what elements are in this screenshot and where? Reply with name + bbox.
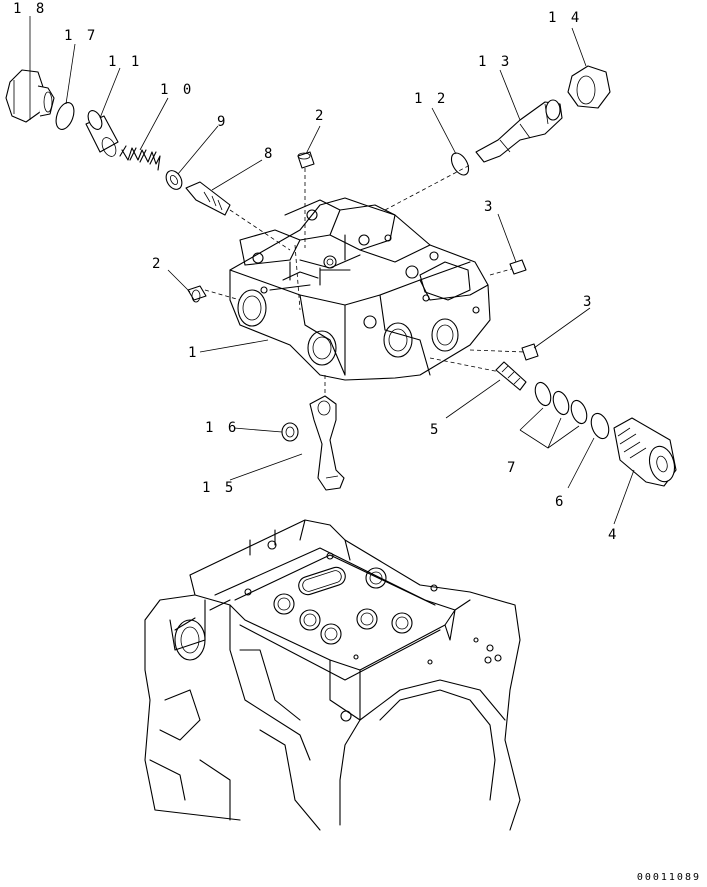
stud-5	[495, 361, 527, 391]
screw-3-upper	[509, 259, 527, 275]
o-ring-7b	[552, 390, 570, 416]
callout-18: 1 8	[13, 1, 47, 17]
o-ring-6	[590, 412, 610, 440]
callout-11: 1 1	[108, 54, 142, 70]
callout-3-lower: 3	[583, 294, 594, 310]
callout-13: 1 3	[478, 54, 512, 70]
pump-case	[144, 519, 521, 831]
callout-14: 1 4	[548, 10, 582, 26]
callout-4: 4	[608, 527, 619, 543]
callout-17: 1 7	[64, 28, 98, 44]
screw-2-top	[297, 151, 315, 169]
callout-16: 1 6	[205, 420, 239, 436]
callout-9: 9	[217, 114, 228, 130]
callout-2-top: 2	[315, 108, 326, 124]
collar-16	[281, 422, 299, 442]
poppet-8	[185, 181, 231, 216]
document-code: 00011089	[636, 872, 701, 883]
callout-10: 1 0	[160, 82, 194, 98]
callout-labels: 1 8 1 7 1 1 1 0 9 8 2 2 1 2 1 3 1 4 3 3 …	[13, 1, 619, 543]
screw-2-left	[187, 285, 207, 303]
sleeve-11	[85, 110, 119, 157]
plate-ports	[244, 540, 502, 722]
nut-14	[567, 65, 611, 109]
callout-12: 1 2	[414, 91, 448, 107]
o-ring-17	[55, 102, 75, 130]
plug-18	[5, 69, 55, 123]
lever-15	[309, 395, 345, 491]
seat-9	[165, 170, 183, 190]
callout-15: 1 5	[202, 480, 236, 496]
callout-6: 6	[555, 494, 566, 510]
relief-valve-4	[613, 417, 677, 487]
spring-10	[119, 145, 161, 171]
spool-13	[475, 99, 563, 163]
centre-lines	[204, 164, 526, 400]
callout-7: 7	[507, 460, 518, 476]
callout-1: 1	[188, 345, 199, 361]
o-ring-7a	[534, 381, 552, 407]
callout-3-upper: 3	[484, 199, 495, 215]
leader-lines	[29, 16, 635, 525]
o-ring-12	[450, 152, 470, 176]
o-ring-7c	[570, 399, 588, 425]
callout-5: 5	[430, 422, 441, 438]
callout-8: 8	[264, 146, 275, 162]
callout-2-left: 2	[152, 256, 163, 272]
valve-body	[229, 197, 491, 381]
